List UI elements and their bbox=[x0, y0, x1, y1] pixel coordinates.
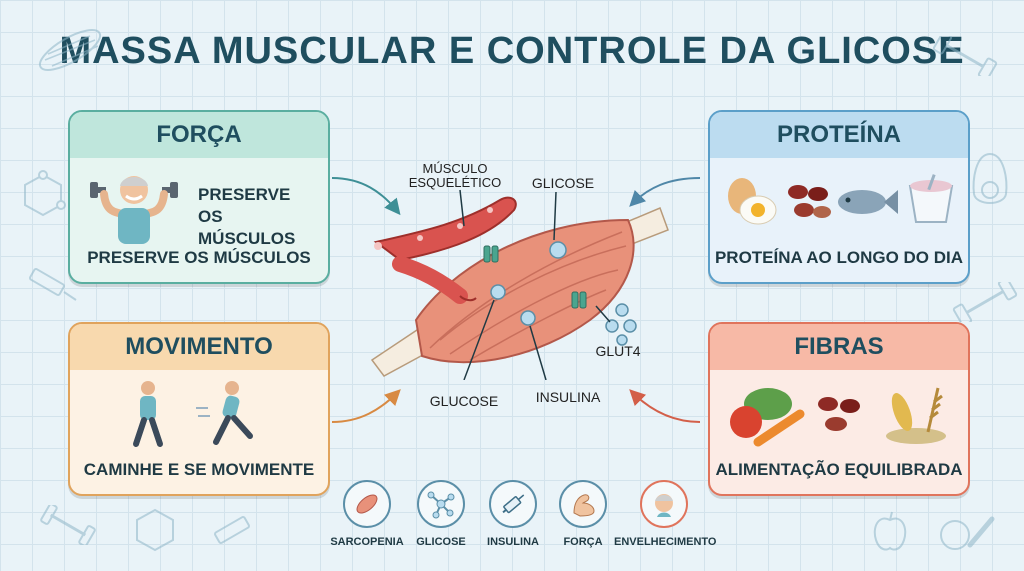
muscle-outline-icon bbox=[38, 29, 102, 71]
apple-icon bbox=[873, 511, 907, 551]
card-movimento: MOVIMENTO CAMINHE E SE MOVIMENTE bbox=[68, 322, 330, 496]
card-forca: FORÇA PRESERVE OS MÚSCULOS PRESERVE OS M… bbox=[68, 110, 330, 284]
arm-icon bbox=[573, 494, 595, 517]
syringe-icon bbox=[214, 516, 250, 544]
legend-forca: FORÇA bbox=[538, 480, 628, 548]
muscle-icon bbox=[356, 494, 378, 514]
elderly-head-icon bbox=[655, 494, 673, 517]
legend-envelhecimento: ENVELHECIMENTO bbox=[614, 480, 717, 548]
arrow-proteina bbox=[629, 177, 701, 207]
arrow-fibras bbox=[629, 389, 701, 423]
molecule-icon bbox=[427, 491, 455, 519]
legend-sarcopenia-label: SARCOPENIA bbox=[330, 536, 404, 548]
running-woman-icon bbox=[196, 381, 253, 445]
legend-insulina-icon-wrap bbox=[489, 480, 537, 528]
beans-icon bbox=[788, 185, 831, 218]
card-movimento-title: MOVIMENTO bbox=[70, 324, 328, 370]
legend-forca-icon-wrap bbox=[559, 480, 607, 528]
label-musculo-esqueletico: MÚSCULO ESQUELÉTICO bbox=[400, 162, 510, 190]
label-musculo-line2: ESQUELÉTICO bbox=[408, 175, 502, 190]
molecule-icon bbox=[24, 170, 66, 217]
card-forca-title: FORÇA bbox=[70, 112, 328, 158]
card-proteina-caption: PROTEÍNA AO LONGO DO DIA bbox=[714, 248, 964, 267]
card-forca-caption: PRESERVE OS MÚSCULOS bbox=[87, 248, 311, 267]
legend-glicose: GLICOSE bbox=[396, 480, 486, 548]
fish-icon bbox=[838, 190, 898, 214]
blood-vessel bbox=[373, 196, 517, 262]
arrow-forca bbox=[331, 177, 401, 216]
elderly-man-lifting-dumbbells-icon bbox=[90, 176, 178, 244]
page-title: MASSA MUSCULAR E CONTROLE DA GLICOSE bbox=[59, 30, 965, 72]
legend-insulina: INSULINA bbox=[468, 480, 558, 548]
legend-sarcopenia-icon-wrap bbox=[343, 480, 391, 528]
grains-icon bbox=[886, 387, 946, 444]
label-glucose: GLUCOSE bbox=[429, 393, 499, 409]
legend-insulina-label: INSULINA bbox=[487, 536, 539, 548]
arrow-movimento bbox=[331, 389, 401, 423]
card-forca-inline-text: PRESERVE OS MÚSCULOS bbox=[198, 185, 296, 248]
syringe-icon bbox=[502, 494, 525, 514]
molecule-icon bbox=[136, 508, 174, 552]
dumbbell-icon bbox=[40, 505, 96, 545]
card-fibras: FIBRAS ALIMENTAÇÃO EQUILIBRADA bbox=[708, 322, 970, 496]
legend-sarcopenia: SARCOPENIA bbox=[322, 480, 412, 548]
label-glicose: GLICOSE bbox=[531, 175, 595, 191]
beans-icon bbox=[818, 397, 860, 431]
vegetables-icon bbox=[730, 388, 805, 447]
legend-glicose-icon-wrap bbox=[417, 480, 465, 528]
muscle-diagram bbox=[370, 189, 669, 380]
label-insulina: INSULINA bbox=[535, 389, 601, 405]
vegetables-icon bbox=[940, 516, 995, 550]
syringe-icon bbox=[29, 268, 77, 301]
card-proteina: PROTEÍNA PROTEÍNA AO LONGO DO DIA bbox=[708, 110, 970, 284]
dumbbell-icon bbox=[932, 36, 998, 76]
legend-forca-label: FORÇA bbox=[563, 536, 603, 548]
card-fibras-caption: ALIMENTAÇÃO EQUILIBRADA bbox=[715, 460, 963, 479]
card-fibras-title: FIBRAS bbox=[710, 324, 968, 370]
legend-envelhecimento-icon-wrap bbox=[640, 480, 688, 528]
dumbbell-icon bbox=[952, 282, 1018, 322]
label-musculo-line1: MÚSCULO bbox=[422, 161, 488, 176]
yogurt-icon bbox=[908, 174, 954, 223]
card-movimento-caption: CAMINHE E SE MOVIMENTE bbox=[83, 460, 315, 479]
glut4-transporter bbox=[483, 245, 587, 309]
card-proteina-title: PROTEÍNA bbox=[710, 112, 968, 158]
legend-envelhecimento-label: ENVELHECIMENTO bbox=[614, 536, 717, 548]
walking-man-icon bbox=[133, 381, 163, 447]
label-glut4: GLUT4 bbox=[595, 343, 641, 359]
glucose-molecules bbox=[490, 241, 637, 346]
avocado-icon bbox=[972, 152, 1008, 204]
egg-icon bbox=[728, 178, 777, 225]
legend-glicose-label: GLICOSE bbox=[416, 536, 466, 548]
